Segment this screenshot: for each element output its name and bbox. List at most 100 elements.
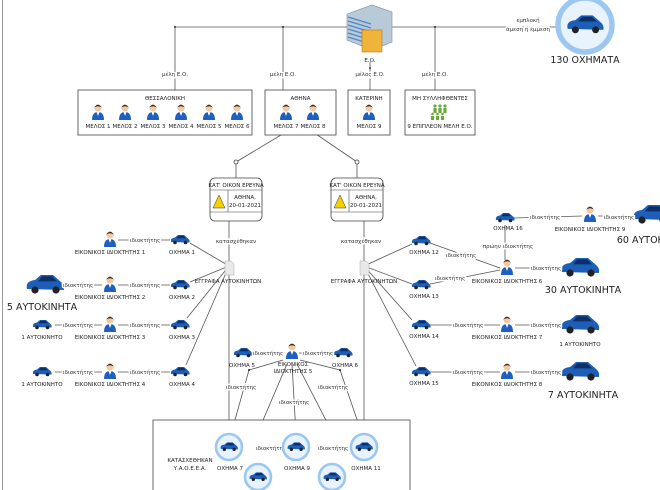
group-box-0[interactable]: ΘΕΣΣΑΛΟΝΙΚΗ [77,89,253,136]
car-icon [355,442,373,450]
edge-label: ιδιοκτήτης [453,322,484,329]
edge-label: ιδιοκτήτης [453,369,484,376]
owner-label: ΕΙΚΟΝΙΚΟΣ ΙΔΙΟΚΤΗΤΗΣ 3 [75,335,146,341]
fleet-car-icon[interactable] [26,275,65,294]
car-icon [170,320,190,328]
fleet-car-icon[interactable] [561,362,600,381]
search-date: 20-01-2021 [350,203,382,209]
edge-label: ιδιοκτήτης [130,322,161,329]
member-icon[interactable] [280,104,292,120]
fleet-label: 1 ΑΥΤΟΚΙΝΗΤΟ [21,382,63,388]
organization-server-icon[interactable] [346,4,393,53]
car-icon [495,213,515,221]
member-label: ΜΕΛΟΣ 9 [356,124,382,130]
vehicle-label: ΟΧΗΜΑ 13 [409,294,439,300]
car-icon [233,348,253,356]
vehicle-registry-1[interactable]: ΕΓΓΡΑΦΑ ΑΥΤΟΚΙΝΗΤΩΝ [331,260,398,285]
car-icon [32,367,52,375]
fleet-car-icon[interactable] [561,315,600,334]
car-icon[interactable] [355,442,373,451]
owner-label: ΕΙΚΟΝΙΚΟΣ ΙΔΙΟΚΤΗΤΗΣ 4 [75,382,146,388]
member-icon[interactable] [92,104,104,120]
fleet-car-icon[interactable] [32,320,52,330]
member-icon[interactable] [363,104,375,120]
owner-label: ΕΙΚΟΝΙΚΟΣ ΙΔΙΟΚΤΗΤΗΣ 7 [472,335,543,341]
edge-label: ιδιοκτήτης [531,322,562,329]
owner-icon[interactable] [104,276,116,292]
search-date: 20-01-2021 [229,203,261,209]
vehicle-icon[interactable] [495,213,515,223]
car-icon [170,280,190,288]
vehicle-label: ΟΧΗΜΑ 16 [493,226,523,232]
owner-icon[interactable] [104,363,116,379]
search-place: ΑΘΗΝΑ, [234,195,256,201]
car-icon[interactable] [323,472,341,481]
member-icon[interactable] [147,104,159,120]
edge-label: κατασχέθηκαν [341,238,381,245]
owner-icon[interactable] [104,316,116,332]
car-icon [170,367,190,375]
member-icon[interactable] [231,104,243,120]
member-icon[interactable] [203,104,215,120]
edge-label: ιδιοκτήτης [531,265,562,272]
vehicle-icon[interactable] [411,280,431,290]
owner-icon[interactable] [501,363,513,379]
vehicle-registry-0[interactable]: ΕΓΓΡΑΦΑ ΑΥΤΟΚΙΝΗΤΩΝ [195,260,262,285]
involvement-label: άμεση ή έμμεση [506,26,550,33]
edge-label: ιδιοκτήτης [130,369,161,376]
fleet-car-icon[interactable] [633,205,660,224]
vehicle-icon[interactable] [233,348,253,358]
owner-icon[interactable] [286,343,298,359]
member-icon[interactable] [175,104,187,120]
car-icon[interactable] [220,442,238,451]
edge-label: κατασχέθηκαν [216,238,256,245]
connector-line [363,265,413,321]
vehicle-label: ΟΧΗΜΑ 15 [409,381,439,387]
vehicle-icon[interactable] [170,367,190,377]
fleet-car-icon[interactable] [32,367,52,377]
edge-label: ιδιοκτήτης [226,384,257,391]
edge-label: ιδιοκτήτης [63,369,94,376]
vehicle-label: ΟΧΗΜΑ 1 [169,250,195,256]
vehicle-icon[interactable] [170,280,190,290]
car-icon[interactable] [249,472,267,481]
owner-label: ΕΙΚΟΝΙΚΟΣ ΙΔΙΟΚΤΗΤΗΣ 1 [75,250,146,256]
vehicle-icon[interactable] [411,236,431,246]
group-frame [77,89,253,136]
members-label: μέλη Ε.Ο. [270,71,297,78]
fleet-car-icon[interactable] [561,258,600,277]
group-title: ΘΕΣΣΑΛΟΝΙΚΗ [145,96,185,102]
vehicle-label: ΟΧΗΜΑ 7 [217,466,243,472]
car-icon [333,348,353,356]
fleet-label: 30 ΑΥΤΟΚΙΝΗΤΑ [545,285,622,296]
fleet-label: 1 ΑΥΤΟΚΙΝΗΤΟ [21,335,63,341]
car-icon[interactable] [287,442,305,451]
edge-label: ιδιοκτήτης [303,350,334,357]
vehicle-icon[interactable] [411,320,431,330]
edge-label: ιδιοκτήτης [604,214,635,221]
vehicle-icon[interactable] [411,367,431,377]
vehicle-icon[interactable] [170,320,190,330]
connector-line [363,265,413,285]
vehicle-icon[interactable] [170,235,190,245]
member-icon[interactable] [119,104,131,120]
owner-icon[interactable] [501,259,513,275]
car-icon [561,362,600,377]
vehicle-label: ΟΧΗΜΑ 6 [332,363,358,369]
owner-icon[interactable] [104,231,116,247]
member-icon[interactable] [307,104,319,120]
vehicle-icon[interactable] [333,348,353,358]
connector-line [429,269,501,285]
owner-icon[interactable] [501,316,513,332]
group-box-1[interactable]: ΑΘΗΝΑ [264,89,337,136]
connector-line [186,265,230,319]
owner-icon[interactable] [584,206,596,222]
car-icon[interactable] [567,15,604,34]
org-chart-icon [361,29,383,53]
search-title: ΚΑΤ' ΟΙΚΟΝ ΕΡΕΥΝΑ [329,183,384,189]
edge-label: ιδιοκτήτης [318,384,349,391]
